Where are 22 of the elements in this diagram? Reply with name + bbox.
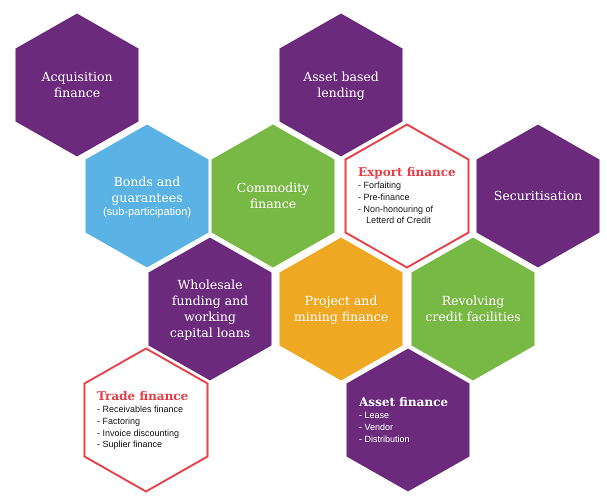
- list-item: - Forfaiting: [358, 180, 402, 192]
- hexagon-heading: Trade finance: [97, 388, 188, 404]
- hexagon-heading: Project and mining finance: [292, 292, 390, 326]
- list-item: - Factoring: [97, 416, 142, 428]
- hexagon-heading: Wholesale funding and working capital loans: [168, 276, 252, 342]
- hexagon-heading: Commodity finance: [236, 180, 310, 212]
- hexagon-heading: Securitisation: [494, 188, 582, 204]
- hexagon-heading: Revolving credit facilities: [424, 292, 522, 326]
- list-item: - Pre-finance: [358, 192, 410, 204]
- list-item: - Invoice discounting: [97, 428, 180, 440]
- list-item: - Vendor: [359, 422, 394, 434]
- hexagon-heading: Asset finance: [359, 394, 448, 410]
- hexagon-subheading: (sub-participation): [102, 206, 192, 218]
- hexagon-heading: Export finance: [358, 164, 456, 180]
- hexagon-heading: Acquisition finance: [40, 68, 114, 102]
- hexagon-heading: Asset based lending: [302, 68, 380, 102]
- list-item: - Distribution: [359, 434, 411, 446]
- hexagon-heading: Bonds and guarantees: [110, 174, 184, 206]
- list-item: - Suplier finance: [97, 439, 162, 452]
- list-item: - Lease: [359, 410, 390, 422]
- list-item: - Non-honouring of Letterd of Credit: [358, 204, 434, 228]
- list-item: - Receivables finance: [97, 404, 184, 416]
